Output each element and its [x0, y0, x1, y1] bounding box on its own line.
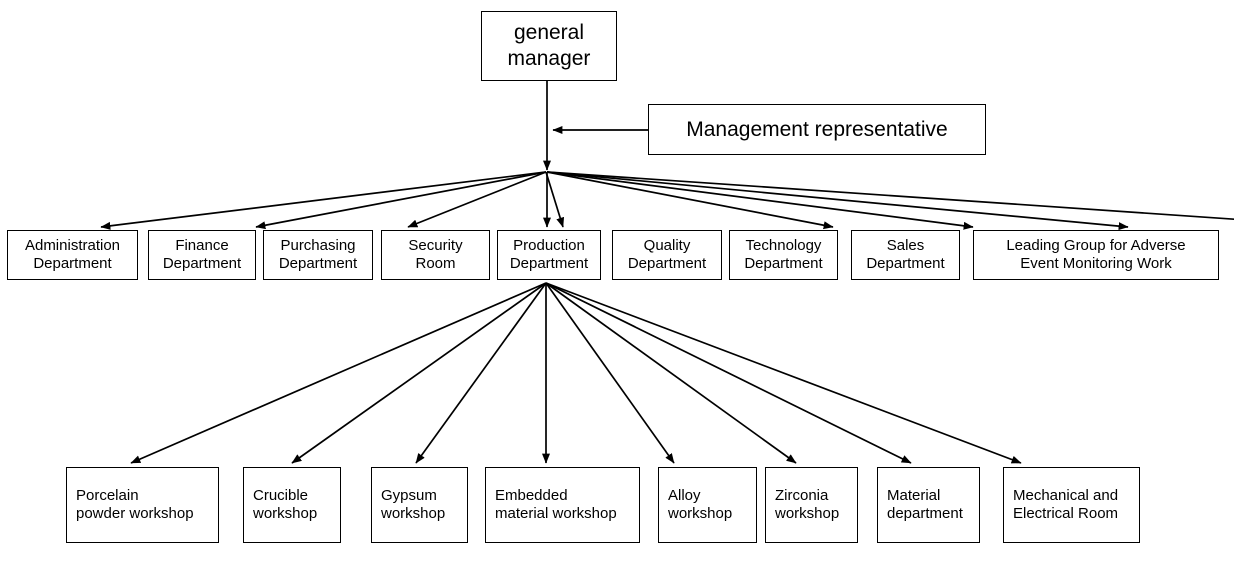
node-gypsum-workshop-label: Gypsum workshop: [381, 486, 446, 522]
node-alloy-workshop-label: Alloy workshop: [668, 486, 733, 522]
node-administration-department-label: Administration Department: [24, 236, 121, 272]
node-general-manager[interactable]: general manager: [481, 11, 617, 81]
edge-hub-to-sales: [546, 171, 1129, 231]
node-material-department-label: Material department: [887, 486, 963, 522]
edge-production-to-alloy: [545, 282, 675, 464]
edge-hub-to-technology: [546, 171, 974, 230]
node-zirconia-workshop-label: Zirconia workshop: [775, 486, 840, 522]
node-security-room-label: Security Room: [408, 236, 463, 272]
node-zirconia-workshop[interactable]: Zirconia workshop: [765, 467, 858, 543]
edge-hub-to-leading-group: [546, 171, 1234, 221]
edge-production-to-porcelain: [130, 282, 547, 464]
node-technology-department[interactable]: Technology Department: [729, 230, 838, 280]
node-finance-department-label: Finance Department: [162, 236, 242, 272]
node-purchasing-department-label: Purchasing Department: [278, 236, 358, 272]
node-finance-department[interactable]: Finance Department: [148, 230, 256, 280]
node-mechanical-electrical-room[interactable]: Mechanical and Electrical Room: [1003, 467, 1140, 543]
node-porcelain-powder-workshop-label: Porcelain powder workshop: [76, 486, 194, 522]
node-crucible-workshop-label: Crucible workshop: [253, 486, 318, 522]
edge-production-to-gypsum: [415, 282, 547, 464]
node-embedded-material-workshop[interactable]: Embedded material workshop: [485, 467, 640, 543]
node-administration-department[interactable]: Administration Department: [7, 230, 138, 280]
node-sales-department[interactable]: Sales Department: [851, 230, 960, 280]
node-material-department[interactable]: Material department: [877, 467, 980, 543]
node-mechanical-electrical-room-label: Mechanical and Electrical Room: [1013, 486, 1119, 522]
edge-hub-to-purchasing: [407, 171, 547, 228]
edge-production-to-mechanical: [545, 282, 1022, 464]
node-sales-department-label: Sales Department: [866, 236, 945, 272]
edge-production-to-material: [545, 282, 912, 464]
node-quality-department-label: Quality Department: [627, 236, 707, 272]
node-general-manager-label: general manager: [507, 21, 591, 70]
node-security-room[interactable]: Security Room: [381, 230, 490, 280]
node-production-department-label: Production Department: [509, 236, 589, 272]
node-crucible-workshop[interactable]: Crucible workshop: [243, 467, 341, 543]
node-leading-group-adverse-event[interactable]: Leading Group for Adverse Event Monitori…: [973, 230, 1219, 280]
node-porcelain-powder-workshop[interactable]: Porcelain powder workshop: [66, 467, 219, 543]
node-purchasing-department[interactable]: Purchasing Department: [263, 230, 373, 280]
node-technology-department-label: Technology Department: [744, 236, 823, 272]
node-quality-department[interactable]: Quality Department: [612, 230, 722, 280]
edge-production-to-zirconia: [545, 282, 797, 464]
node-embedded-material-workshop-label: Embedded material workshop: [495, 486, 617, 522]
edge-hub-to-security-room: [545, 171, 565, 228]
edge-hub-to-finance: [255, 171, 547, 230]
node-management-representative-label: Management representative: [686, 117, 948, 141]
node-alloy-workshop[interactable]: Alloy workshop: [658, 467, 757, 543]
edge-production-to-crucible: [291, 282, 547, 464]
node-management-representative[interactable]: Management representative: [648, 104, 986, 155]
node-production-department[interactable]: Production Department: [497, 230, 601, 280]
edge-hub-to-administration: [100, 171, 547, 230]
edge-hub-to-quality: [546, 171, 834, 230]
node-leading-group-adverse-event-label: Leading Group for Adverse Event Monitori…: [1006, 236, 1186, 272]
node-gypsum-workshop[interactable]: Gypsum workshop: [371, 467, 468, 543]
